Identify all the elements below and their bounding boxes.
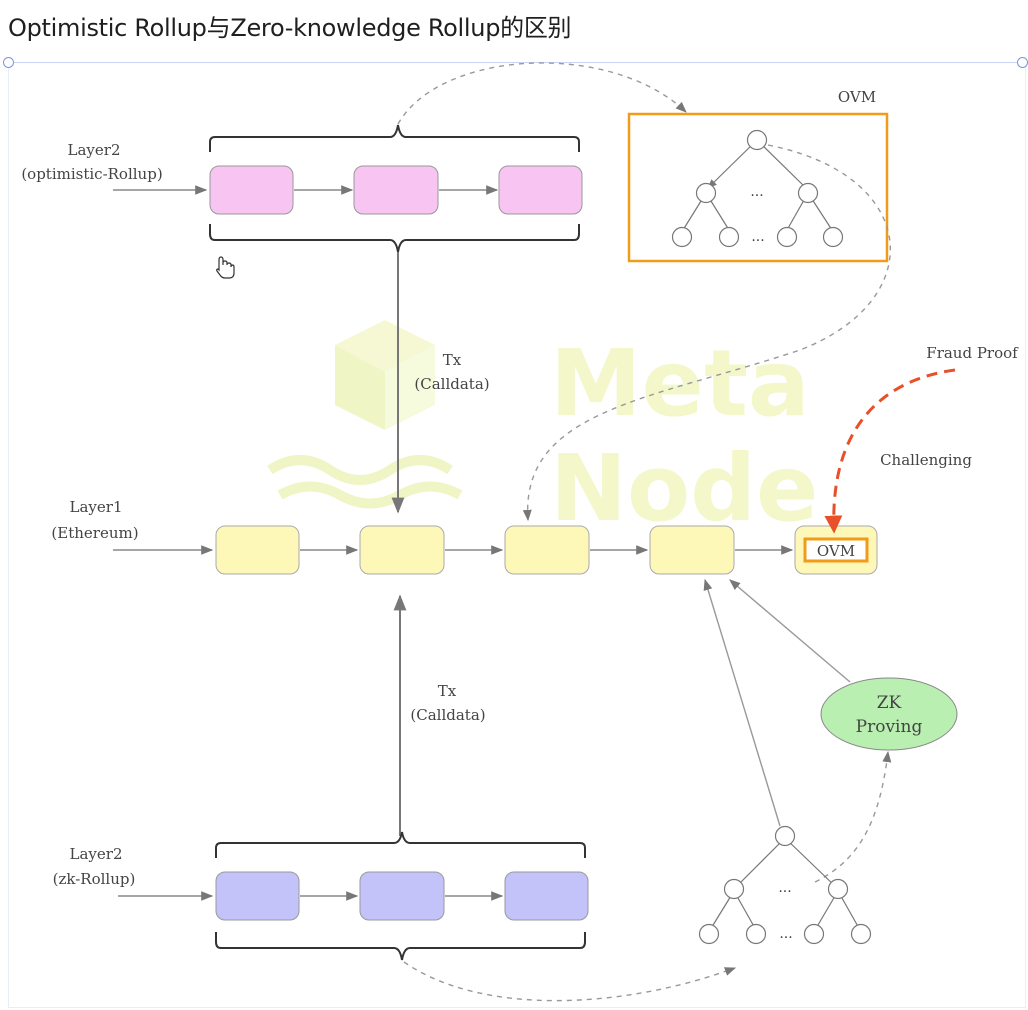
zk-tree-ellipsis: ...	[779, 926, 792, 942]
tree-node	[774, 825, 796, 847]
ovm-tree-ellipsis: ...	[750, 184, 763, 200]
watermark-cube-icon	[267, 320, 463, 509]
dashed-flow-to-ovm	[397, 62, 687, 125]
tree-node	[695, 182, 717, 204]
optimistic-block[interactable]	[498, 165, 583, 215]
tree-node	[822, 226, 844, 248]
zk-tree-ellipsis: ...	[778, 880, 791, 896]
ovm-box-label: OVM	[838, 88, 876, 106]
optimistic-block[interactable]	[353, 165, 439, 215]
zk-proof-to-layer1-arrow	[729, 579, 851, 683]
fraud-proof-label: Fraud Proof	[926, 344, 1019, 362]
fraud-proof-arrow	[824, 368, 956, 534]
layer1-block[interactable]	[215, 525, 300, 575]
layer2-optimistic-subtitle: (optimistic-Rollup)	[21, 165, 162, 183]
tree-node	[850, 923, 872, 945]
ovm-merkle-tree	[671, 129, 844, 248]
tree-node	[746, 129, 768, 151]
tree-node	[745, 923, 767, 945]
ovm-tree-ellipsis: ...	[751, 229, 764, 245]
tree-node	[723, 878, 745, 900]
tx-top-label: Tx	[443, 351, 462, 369]
dashed-flow-zk-to-tree	[403, 961, 737, 1002]
layer2-optimistic-name: Layer2	[68, 141, 121, 159]
optimistic-bottom-brace	[209, 224, 580, 253]
challenging-label: Challenging	[880, 451, 972, 469]
diagram-canvas[interactable]	[8, 62, 1026, 1008]
tree-node	[698, 923, 720, 945]
tx-top-sublabel: (Calldata)	[414, 375, 489, 393]
zk-proving-label: ZK	[877, 693, 902, 713]
watermark: Meta Node	[267, 320, 818, 542]
dashed-flow-ovm-to-layer1	[522, 144, 891, 522]
zk-proving-node[interactable]	[820, 677, 958, 751]
layer2-zk-name: Layer2	[70, 845, 123, 863]
zk-block[interactable]	[359, 871, 445, 921]
tree-node	[776, 226, 798, 248]
ovm-block-label: OVM	[817, 542, 855, 560]
zk-block[interactable]	[504, 871, 589, 921]
layer1-block[interactable]	[359, 525, 445, 575]
zk-bottom-brace	[215, 932, 586, 961]
watermark-line2: Node	[550, 435, 818, 542]
ovm-layer1-inner	[803, 537, 869, 563]
tree-node	[803, 923, 825, 945]
page-title: Optimistic Rollup与Zero-knowledge Rollup的…	[8, 14, 572, 42]
zk-tree-to-layer1-arrow	[703, 578, 781, 827]
tree-node	[797, 182, 819, 204]
layer1-block[interactable]	[649, 525, 735, 575]
tx-bottom-sublabel: (Calldata)	[410, 706, 485, 724]
zk-merkle-tree	[698, 825, 872, 945]
optimistic-block[interactable]	[209, 165, 294, 215]
canvas-resize-handle-top-left[interactable]	[3, 57, 14, 68]
tree-node	[827, 878, 849, 900]
tree-node	[671, 226, 693, 248]
zk-top-brace	[215, 831, 586, 858]
tree-node	[718, 226, 740, 248]
zk-block[interactable]	[215, 871, 300, 921]
layer1-name: Layer1	[70, 498, 123, 516]
layer1-subtitle: (Ethereum)	[51, 524, 138, 542]
optimistic-top-brace	[209, 124, 580, 152]
tx-bottom-label: Tx	[438, 682, 457, 700]
zk-proving-sublabel: Proving	[856, 717, 923, 737]
layer2-zk-subtitle: (zk-Rollup)	[53, 870, 136, 888]
hand-cursor-icon	[216, 256, 235, 279]
dashed-zk-tree-to-proving	[814, 750, 892, 883]
layer1-block[interactable]	[504, 525, 590, 575]
watermark-line1: Meta	[550, 330, 810, 437]
